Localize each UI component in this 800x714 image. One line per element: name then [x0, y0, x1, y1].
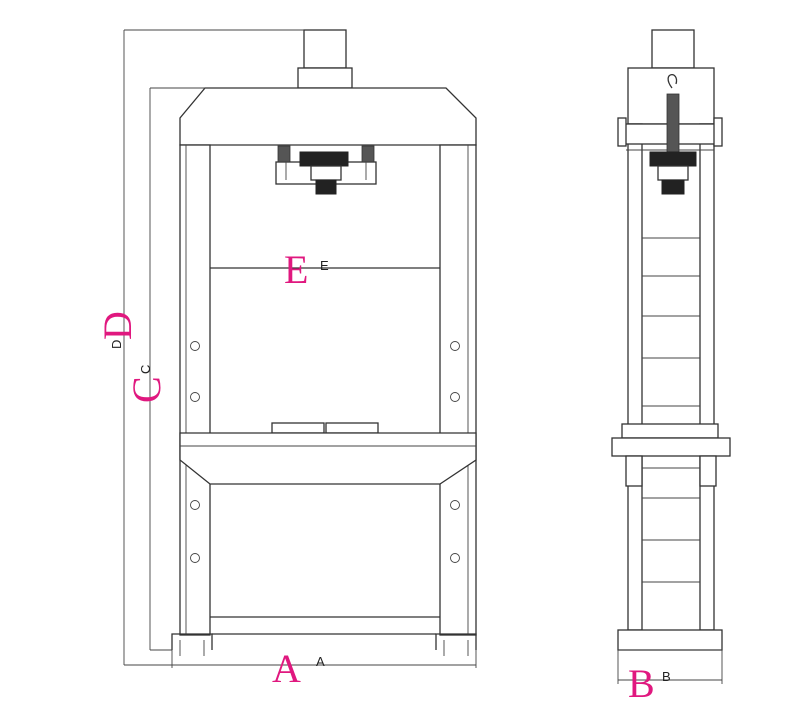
front-work-plate-right [325, 422, 379, 434]
front-crown [179, 87, 477, 146]
side-ram-head [649, 151, 697, 167]
side-frame-left [627, 123, 643, 631]
label-d-small: D [109, 340, 124, 349]
front-foot-left [171, 633, 213, 650]
front-view [123, 29, 477, 668]
side-rungs [642, 237, 700, 583]
label-e-big: E [284, 247, 308, 292]
front-spring-left [277, 145, 291, 163]
front-ram-tip [315, 179, 337, 195]
front-foot-right [435, 633, 477, 650]
label-d-big: D [95, 311, 140, 340]
front-ram-piston [310, 165, 342, 181]
label-c-small: C [138, 365, 153, 374]
side-bed-bracket [621, 423, 719, 439]
label-c-big: C [124, 376, 169, 403]
side-ram-tip [661, 179, 685, 195]
front-ram-head [299, 151, 349, 167]
label-a-big: A [272, 646, 301, 691]
label-b-small: B [662, 669, 671, 684]
side-spring [666, 93, 680, 153]
front-work-plate-left [271, 422, 325, 434]
side-hook [667, 74, 678, 89]
side-cylinder [651, 29, 695, 69]
side-frame-right [699, 123, 715, 631]
front-spring-right [361, 145, 375, 163]
front-right-column [439, 144, 477, 636]
label-e-small: E [320, 258, 329, 273]
side-ram-piston [657, 165, 689, 181]
side-view [611, 29, 731, 684]
front-bed [179, 432, 477, 485]
front-left-column [179, 144, 211, 636]
front-cylinder [303, 29, 347, 69]
front-cylinder-base [297, 67, 353, 89]
side-base [617, 629, 723, 651]
label-a-small: A [316, 654, 325, 669]
label-b-big: B [628, 661, 655, 706]
